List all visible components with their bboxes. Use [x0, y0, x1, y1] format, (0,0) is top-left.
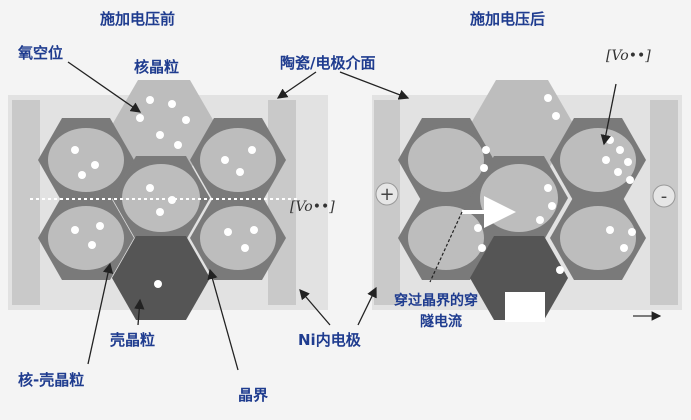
minus-sign: -	[661, 186, 668, 207]
shell-grain-label: 壳晶粒	[109, 331, 155, 349]
vo-left-label: [Vo••]	[290, 199, 335, 215]
left-electrode-inner	[268, 100, 296, 305]
tunnel-current-label-1: 穿过晶界的穿	[394, 292, 478, 309]
right-grains	[398, 80, 646, 322]
vacancy-dots	[71, 96, 258, 288]
grain-boundary-label: 晶界	[238, 386, 268, 404]
core-shell-grain-label: 核-壳晶粒	[18, 371, 84, 389]
minus-terminal	[652, 184, 676, 208]
after-title: 施加电压后	[470, 10, 545, 28]
grain-core	[408, 128, 484, 192]
left-grains	[30, 80, 300, 320]
left-electrode-outer	[12, 100, 40, 305]
grain-core	[480, 164, 558, 232]
pointer-arrows	[67, 61, 617, 371]
oxygen-vacancy-label: 氧空位	[17, 44, 63, 62]
interface-label: 陶瓷/电极介面	[280, 54, 375, 72]
ni-electrode-label: Ni内电极	[298, 331, 362, 349]
before-title: 施加电压前	[100, 10, 175, 28]
grain-core	[122, 164, 200, 232]
white-patch	[505, 292, 545, 322]
tunnel-pointer	[429, 211, 463, 283]
grain-core	[200, 128, 276, 192]
tunnel-current-label-2: 隧电流	[420, 313, 462, 330]
core-grain-top	[112, 80, 216, 170]
plus-terminal	[375, 182, 399, 206]
vo-right-label: [Vo••]	[606, 48, 651, 64]
core-grain-top	[470, 80, 574, 170]
core-grain-label: 核晶粒	[134, 58, 179, 76]
plus-sign: +	[379, 184, 394, 205]
grain-core	[48, 128, 124, 192]
grain-core	[560, 206, 636, 270]
grain-core	[408, 206, 484, 270]
grain-core	[560, 128, 636, 192]
grain-core	[200, 206, 276, 270]
vacancy-dots	[474, 94, 636, 274]
grain-core	[48, 206, 124, 270]
